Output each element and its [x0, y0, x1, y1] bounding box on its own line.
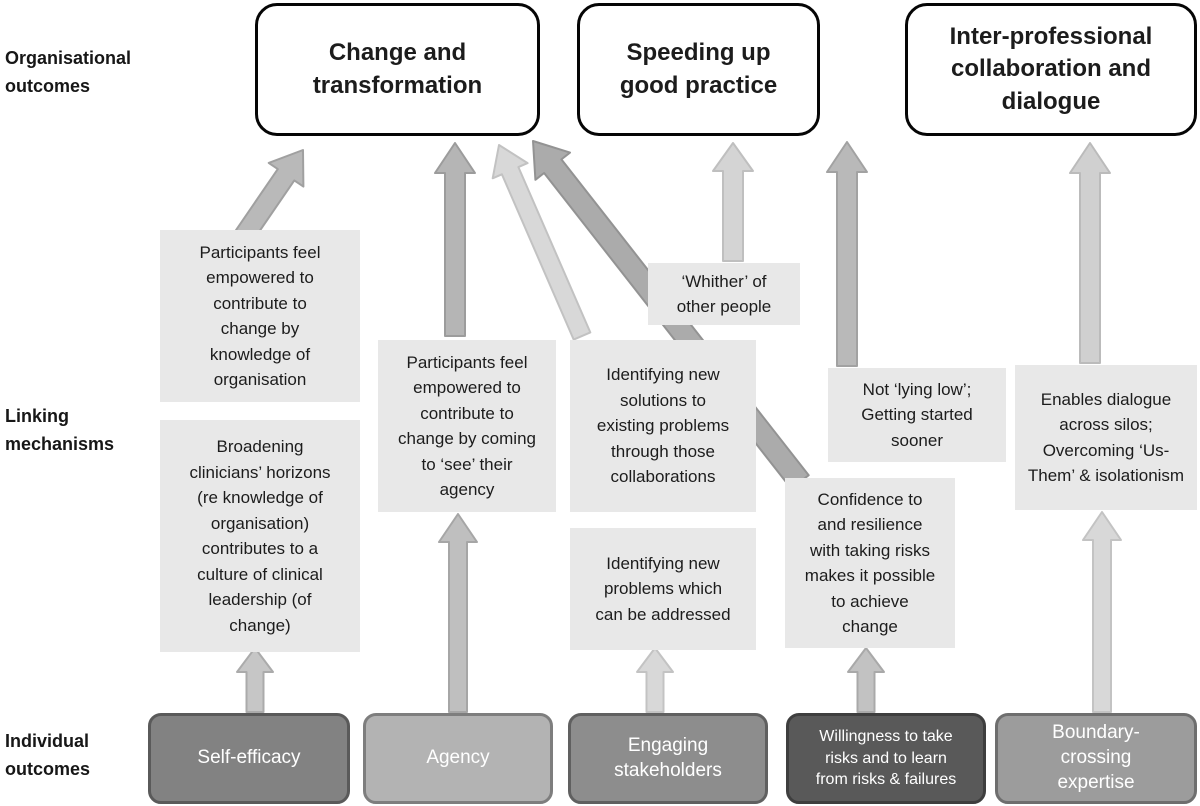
arrow-not-lying-low-to-speeding: [826, 141, 868, 367]
individual-box-boundary-crossing: Boundary-crossing expertise: [995, 713, 1197, 804]
arrow-willingness-risks-to-confidence-resilience: [847, 647, 885, 713]
mechanism-box-enables-dialogue: Enables dialogue across silos; Overcomin…: [1015, 365, 1197, 510]
mechanism-box-participants-agency: Participants feel empowered to contribut…: [378, 340, 556, 512]
mechanism-box-identifying-solutions: Identifying new solutions to existing pr…: [570, 340, 756, 512]
outcome-box-speeding-up-good-practice: Speeding up good practice: [577, 3, 820, 136]
mechanism-box-confidence-resilience: Confidence to and resilience with taking…: [785, 478, 955, 648]
outcome-box-change-and-transformation: Change and transformation: [255, 3, 540, 136]
mechanism-box-not-lying-low: Not ‘lying low’; Getting started sooner: [828, 368, 1006, 462]
row-label-linking-mechanisms: Linking mechanisms: [5, 406, 115, 454]
arrow-boundary-crossing-to-enables-dialogue: [1082, 511, 1122, 713]
arrow-identifying-solutions-to-change: [491, 144, 592, 341]
arrow-participants-agency-to-change: [434, 142, 476, 337]
row-label-individual-outcomes: Individual outcomes: [5, 731, 91, 779]
individual-box-engaging-stakeholders: Engaging stakeholders: [568, 713, 768, 804]
mechanism-box-participants-knowledge: Participants feel empowered to contribut…: [160, 230, 360, 402]
outcome-box-inter-professional-collaboration: Inter-professional collaboration and dia…: [905, 3, 1197, 136]
individual-box-self-efficacy: Self-efficacy: [148, 713, 350, 804]
arrow-enables-dialogue-to-interprof: [1069, 142, 1111, 364]
arrow-whither-to-speeding: [712, 142, 754, 262]
individual-box-willingness-risks: Willingness to take risks and to learn f…: [786, 713, 986, 804]
arrow-agency-to-participants-agency: [438, 513, 478, 713]
individual-box-agency: Agency: [363, 713, 553, 804]
arrow-engaging-stakeholders-to-identifying-problems: [636, 647, 674, 713]
mechanism-box-broadening-horizons: Broadening clinicians’ horizons (re know…: [160, 420, 360, 652]
mechanism-box-identifying-problems: Identifying new problems which can be ad…: [570, 528, 756, 650]
mechanism-box-whither-of-other-people: ‘Whither’ of other people: [648, 263, 800, 325]
arrow-self-efficacy-to-broadening-horizons: [236, 647, 274, 713]
row-label-organisational-outcomes: Organisational outcomes: [5, 48, 132, 96]
